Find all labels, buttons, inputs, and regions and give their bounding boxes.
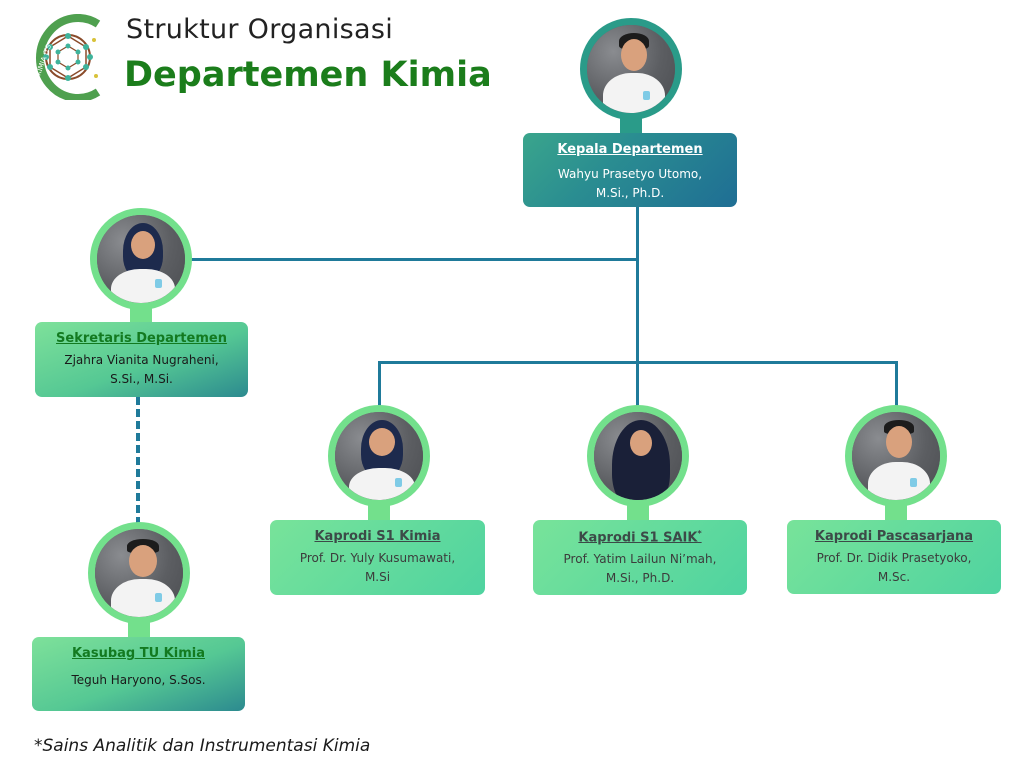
portrait-secretary bbox=[90, 208, 192, 310]
portrait-kaprodi-saik bbox=[587, 405, 689, 507]
portrait-stem bbox=[368, 504, 390, 522]
portrait-head bbox=[580, 18, 682, 120]
node-kaprodi-pasca[interactable]: Kaprodi Pascasarjana Prof. Dr. Didik Pra… bbox=[787, 520, 1001, 594]
node-name: Prof. Dr. Didik Prasetyoko,M.Sc. bbox=[816, 551, 972, 584]
portrait-stem bbox=[885, 504, 907, 522]
portrait-admin bbox=[88, 522, 190, 624]
portrait-stem bbox=[128, 620, 150, 638]
connector-kaprodi-s1 bbox=[378, 361, 381, 411]
node-name: Wahyu Prasetyo Utomo,M.Si., Ph.D. bbox=[557, 167, 703, 200]
node-role: Kaprodi S1 Kimia bbox=[314, 529, 441, 544]
node-head[interactable]: Kepala Departemen Wahyu Prasetyo Utomo,M… bbox=[523, 133, 737, 207]
node-kaprodi-s1[interactable]: Kaprodi S1 Kimia Prof. Dr. Yuly Kusumawa… bbox=[270, 520, 485, 595]
node-role: Kepala Departemen bbox=[557, 142, 703, 157]
node-kaprodi-saik[interactable]: Kaprodi S1 SAIK* Prof. Yatim Lailun Ni’m… bbox=[533, 520, 747, 595]
node-admin[interactable]: Kasubag TU Kimia Teguh Haryono, S.Sos. bbox=[32, 637, 245, 711]
portrait-kaprodi-pasca bbox=[845, 405, 947, 507]
portrait-stem bbox=[130, 306, 152, 324]
node-role: Kaprodi S1 SAIK* bbox=[578, 529, 702, 546]
node-secretary[interactable]: Sekretaris Departemen Zjahra Vianita Nug… bbox=[35, 322, 248, 397]
node-name: Prof. Yatim Lailun Ni’mah,M.Si., Ph.D. bbox=[563, 552, 717, 586]
connector-kaprodi-pasca bbox=[895, 361, 898, 411]
node-name: Zjahra Vianita Nugraheni,S.Si., M.Si. bbox=[64, 353, 219, 386]
portrait-stem bbox=[627, 504, 649, 522]
node-role: Kasubag TU Kimia bbox=[71, 646, 205, 661]
page-title: Departemen Kimia bbox=[124, 55, 492, 95]
node-role: Kaprodi Pascasarjana bbox=[814, 529, 974, 544]
connector-kaprodi-saik bbox=[636, 361, 639, 411]
footnote: *Sains Analitik dan Instrumentasi Kimia bbox=[34, 736, 371, 756]
node-name: Teguh Haryono, S.Sos. bbox=[71, 673, 206, 687]
connector-secretary-horizontal bbox=[190, 258, 639, 261]
portrait-stem bbox=[620, 117, 642, 135]
connector-head-down bbox=[636, 206, 639, 364]
portrait-kaprodi-s1 bbox=[328, 405, 430, 507]
kimia-its-logo: KIMIA ITS bbox=[34, 14, 101, 100]
connector-admin-dashed bbox=[136, 397, 144, 525]
node-role: Sekretaris Departemen bbox=[56, 331, 227, 346]
node-name: Prof. Dr. Yuly Kusumawati,M.Si bbox=[299, 551, 456, 584]
page-subtitle: Struktur Organisasi bbox=[126, 14, 394, 45]
fullerene-molecule-icon bbox=[43, 33, 98, 81]
